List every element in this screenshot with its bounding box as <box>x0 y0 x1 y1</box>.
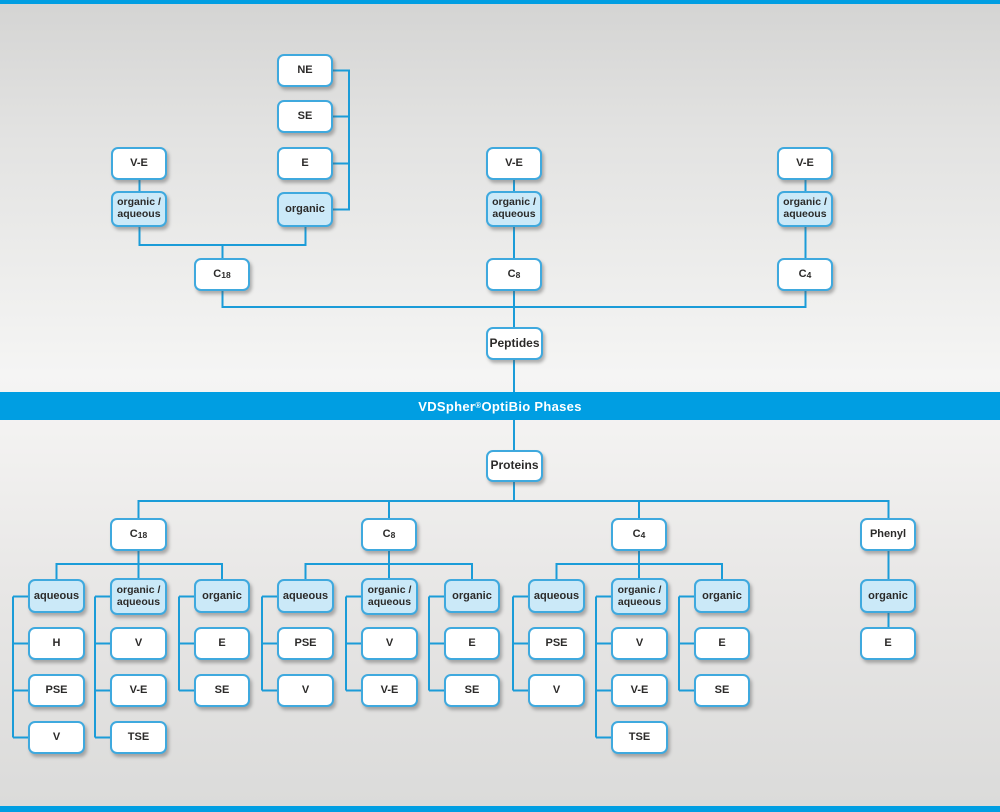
node-c18-mode-organic: organic <box>194 579 250 613</box>
node-c8-mode-organic: organic <box>444 579 500 613</box>
node-c4-aqueous-phase-v: V <box>528 674 585 707</box>
banner-vdspher-optibio-phases: VDSpher® OptiBio Phases <box>0 392 1000 420</box>
node-c18-aqueous-phase-pse: PSE <box>28 674 85 707</box>
column-label-main: C <box>798 268 807 281</box>
node-peptides-c18-eluent-ne: NE <box>277 54 333 87</box>
node-c18-orgaq-phase-v: V <box>110 627 167 660</box>
node-phenyl-mode-organic: organic <box>860 579 916 613</box>
registered-mark: ® <box>475 400 482 410</box>
node-c4-organic-phase-se: SE <box>694 674 750 707</box>
top-accent-bar <box>0 0 1000 4</box>
node-c8-organic-phase-se: SE <box>444 674 500 707</box>
column-label-main: C <box>382 528 391 541</box>
column-label-main: C <box>632 528 641 541</box>
node-peptides-c8-ve: V-E <box>486 147 542 180</box>
node-c18-aqueous-phase-v: V <box>28 721 85 754</box>
node-c8-orgaq-phase-ve: V-E <box>361 674 418 707</box>
node-peptides-c4-ve: V-E <box>777 147 833 180</box>
node-c18-orgaq-phase-ve: V-E <box>110 674 167 707</box>
node-phenyl-organic-phase-e: E <box>860 627 916 660</box>
node-c4-orgaq-phase-tse: TSE <box>611 721 668 754</box>
node-proteins-root: Proteins <box>486 450 543 482</box>
node-c18-organic-phase-se: SE <box>194 674 250 707</box>
node-c4-mode-organic: organic <box>694 579 750 613</box>
node-peptides-c18-ve: V-E <box>111 147 167 180</box>
node-c8-organic-phase-e: E <box>444 627 500 660</box>
node-c18-mode-organic-aqueous: organic / aqueous <box>110 578 167 615</box>
node-peptides-c18-organic-aqueous: organic / aqueous <box>111 191 167 227</box>
node-c8-mode-organic-aqueous: organic / aqueous <box>361 578 418 615</box>
column-label-sub: 8 <box>390 530 396 541</box>
node-c8-mode-aqueous: aqueous <box>277 579 334 613</box>
column-label-main: C <box>129 528 138 541</box>
column-label-main: C <box>213 268 222 281</box>
node-peptides-c4-organic-aqueous: organic / aqueous <box>777 191 833 227</box>
node-c4-orgaq-phase-v: V <box>611 627 668 660</box>
column-label-sub: 8 <box>515 270 521 281</box>
node-peptides-c18-organic: organic <box>277 192 333 227</box>
node-c18-orgaq-phase-tse: TSE <box>110 721 167 754</box>
node-peptides-c18-eluent-se: SE <box>277 100 333 133</box>
banner-rest: OptiBio Phases <box>481 398 582 414</box>
node-c4-orgaq-phase-ve: V-E <box>611 674 668 707</box>
column-label-sub: 4 <box>640 530 646 541</box>
node-peptides-root: Peptides <box>486 327 543 360</box>
bottom-accent-bar <box>0 806 1000 812</box>
column-label-sub: 4 <box>806 270 812 281</box>
node-c4-mode-aqueous: aqueous <box>528 579 585 613</box>
node-c4-aqueous-phase-pse: PSE <box>528 627 585 660</box>
column-label-sub: 18 <box>221 270 231 281</box>
node-c8-orgaq-phase-v: V <box>361 627 418 660</box>
column-label-sub: 18 <box>137 530 148 541</box>
node-c18-organic-phase-e: E <box>194 627 250 660</box>
node-proteins-column-phenyl: Phenyl <box>860 518 916 551</box>
node-c18-mode-aqueous: aqueous <box>28 579 85 613</box>
banner-brand: VDSpher <box>418 398 476 414</box>
node-peptides-c8-organic-aqueous: organic / aqueous <box>486 191 542 227</box>
node-c4-organic-phase-e: E <box>694 627 750 660</box>
column-label-main: C <box>507 268 516 281</box>
node-c8-aqueous-phase-pse: PSE <box>277 627 334 660</box>
node-c8-aqueous-phase-v: V <box>277 674 334 707</box>
node-c18-aqueous-phase-h: H <box>28 627 85 660</box>
node-peptides-c18-eluent-e: E <box>277 147 333 180</box>
node-c4-mode-organic-aqueous: organic / aqueous <box>611 578 668 615</box>
